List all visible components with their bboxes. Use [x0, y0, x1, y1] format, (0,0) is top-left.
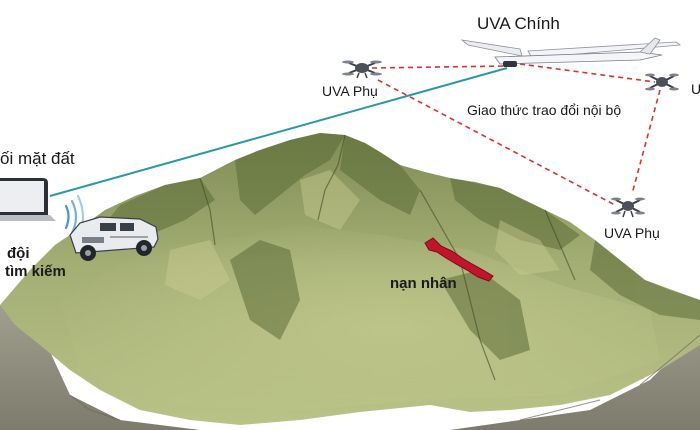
mountain-terrain: [0, 133, 700, 430]
ground-station-label: ối mặt đất: [0, 149, 75, 168]
victim-label: nạn nhân: [390, 275, 457, 292]
sub-uav-right-top-label: U: [691, 81, 700, 97]
sub-uav-right-bottom-icon: [611, 197, 645, 218]
sub-uav-right-top-icon: [645, 73, 679, 91]
sub-uav-left-label: UVA Phụ: [322, 83, 378, 99]
jeep-icon: [69, 216, 159, 261]
ground-to-main-uav-link: [49, 67, 508, 197]
internal-links: [371, 63, 661, 206]
sub-uav-right-bottom-label: UVA Phụ: [604, 225, 660, 241]
laptop-icon: [0, 178, 56, 221]
protocol-label: Giao thức trao đổi nội bộ: [467, 102, 621, 118]
main-uav-label: UVA Chính: [477, 14, 560, 33]
main-uav-icon: [460, 37, 682, 67]
search-team-label-line1: đội: [7, 245, 30, 262]
sub-uav-left-icon: [342, 60, 382, 79]
search-team-label-line2: tìm kiếm: [5, 263, 66, 280]
victim-marker: [424, 237, 494, 282]
